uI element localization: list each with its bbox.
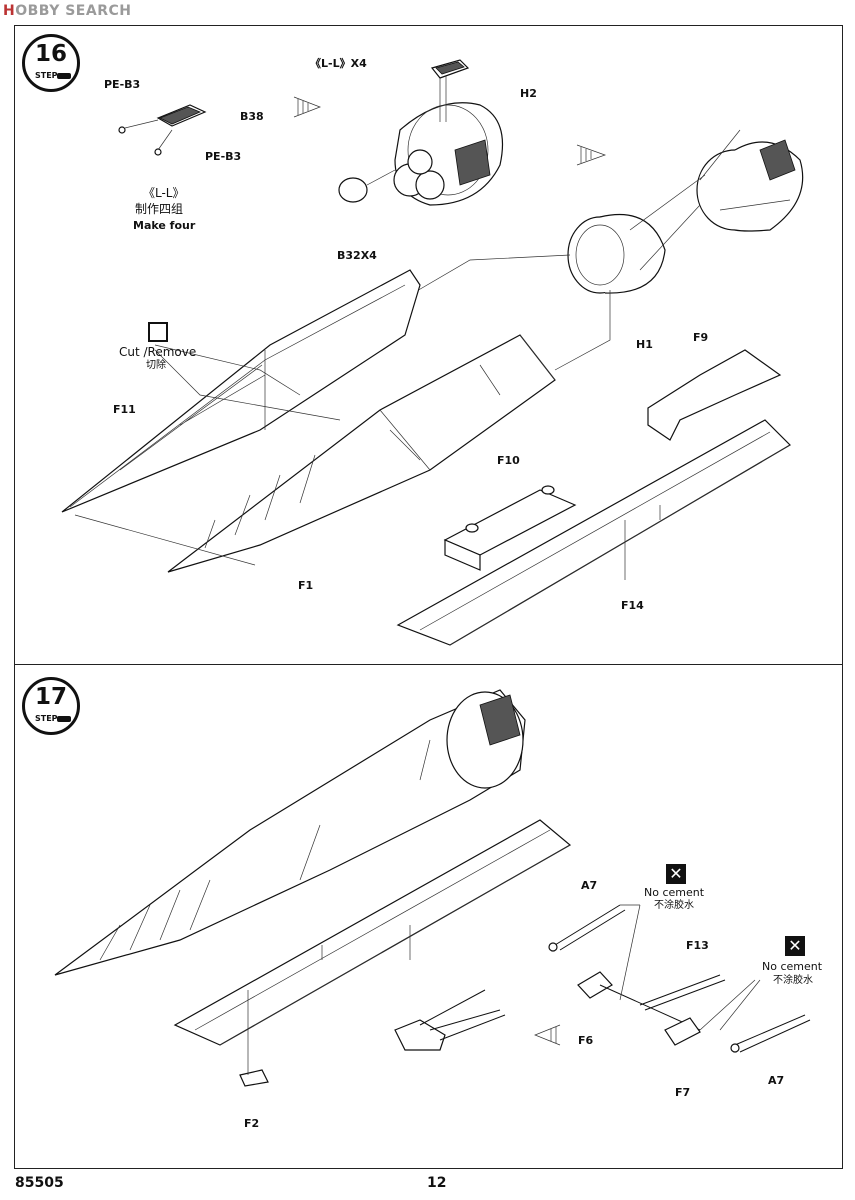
tank-icon (57, 73, 71, 79)
label-f10: F10 (497, 454, 520, 467)
f14-rail (396, 419, 791, 646)
step-16-label: STEP (35, 71, 58, 80)
launcher-rail (173, 819, 572, 1046)
page-number: 12 (427, 1175, 447, 1191)
watermark: HOBBY SEARCH (3, 3, 131, 19)
step-17-number: 17 (34, 684, 67, 710)
pe-b3-part-detail (118, 104, 207, 156)
no-cement-icon: ✕ (666, 864, 686, 884)
label-no-cement-2: No cement (762, 960, 823, 973)
label-h1: H1 (636, 338, 653, 351)
label-b38: B38 (240, 110, 264, 123)
label-h2: H2 (520, 87, 537, 100)
direction-arrow-2 (576, 144, 607, 166)
step-17-badge: 17 STEP (22, 677, 80, 735)
label-f11: F11 (113, 403, 136, 416)
label-f9: F9 (693, 331, 709, 344)
label-pe-b3-top: PE-B3 (104, 78, 141, 91)
f10-bracket (443, 485, 577, 571)
direction-arrow-1 (293, 96, 321, 118)
label-cut-remove-cn: 切除 (146, 360, 166, 371)
label-pe-b3-bottom: PE-B3 (205, 150, 242, 163)
f9-part (647, 349, 782, 441)
f1-main-body (167, 334, 556, 573)
no-cement-icon: ✕ (785, 936, 805, 956)
label-f7: F7 (675, 1086, 691, 1099)
h1-ring (567, 213, 666, 294)
step-16-number: 16 (34, 41, 67, 67)
label-make-four-en: Make four (133, 219, 196, 232)
label-f1: F1 (298, 579, 314, 592)
label-f13: F13 (686, 939, 709, 952)
f2-clip (239, 1069, 269, 1087)
label-f2: F2 (244, 1117, 260, 1130)
f11-shell-half (61, 269, 421, 513)
label-a7-top: A7 (581, 879, 598, 892)
step-17-label: STEP (35, 714, 58, 723)
label-no-cement-2-cn: 不涂胶水 (773, 975, 813, 986)
step-16-badge: 16 STEP (22, 34, 80, 92)
bogie-assembly (394, 989, 506, 1051)
watermark-brand: OBBY SEARCH (15, 3, 132, 19)
watermark-prefix: H (3, 3, 16, 19)
rear-tank-section (696, 129, 804, 232)
label-f6: F6 (578, 1034, 594, 1047)
label-f14: F14 (621, 599, 644, 612)
label-no-cement-1: No cement (644, 886, 705, 899)
label-b32x4: B32X4 (337, 249, 377, 262)
direction-arrow-3 (534, 1024, 561, 1046)
label-a7-bottom: A7 (768, 1074, 785, 1087)
step-17-panel (14, 664, 843, 1169)
label-no-cement-1-cn: 不涂胶水 (654, 900, 694, 911)
label-ll-title: 《L-L》 (143, 186, 185, 200)
label-make-four-cn: 制作四组 (135, 202, 184, 216)
cut-icon (148, 322, 168, 342)
h2-engine-assembly (338, 59, 504, 206)
label-cut-remove: Cut /Remove (119, 345, 197, 359)
assembled-missile (54, 689, 526, 976)
product-code: 85505 (15, 1175, 64, 1191)
label-ll-x4: 《L-L》X4 (310, 57, 367, 70)
wheel-axle-parts (548, 904, 811, 1053)
tank-icon (57, 716, 71, 722)
